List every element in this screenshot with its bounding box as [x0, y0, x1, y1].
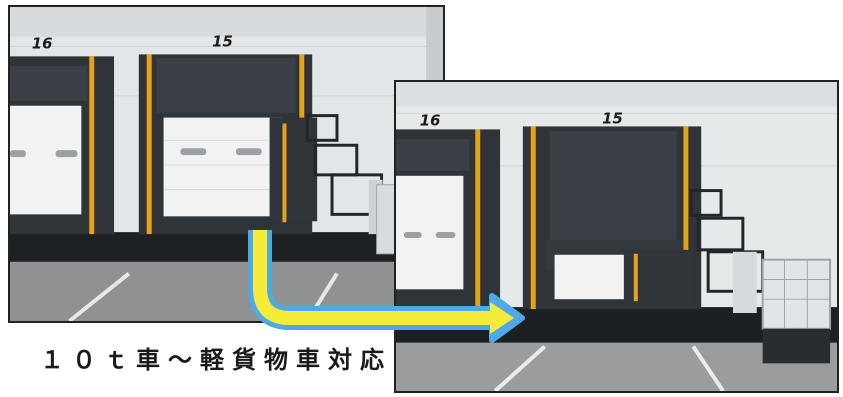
- loading-dock-photo-after: 16 15: [394, 80, 839, 393]
- dock-label-15: 15: [212, 34, 233, 51]
- dock-label-16: 16: [420, 112, 441, 129]
- dock-label-15: 15: [602, 110, 623, 127]
- dock-scene-right: 16 15: [396, 82, 837, 391]
- caption-vehicle-compatibility: １０ｔ車～軽貨物車対応: [40, 346, 392, 374]
- loading-dock-photo-before: 16 15: [8, 5, 445, 323]
- dock-scene-left: 16 15: [10, 7, 443, 321]
- dock-label-16: 16: [32, 35, 53, 52]
